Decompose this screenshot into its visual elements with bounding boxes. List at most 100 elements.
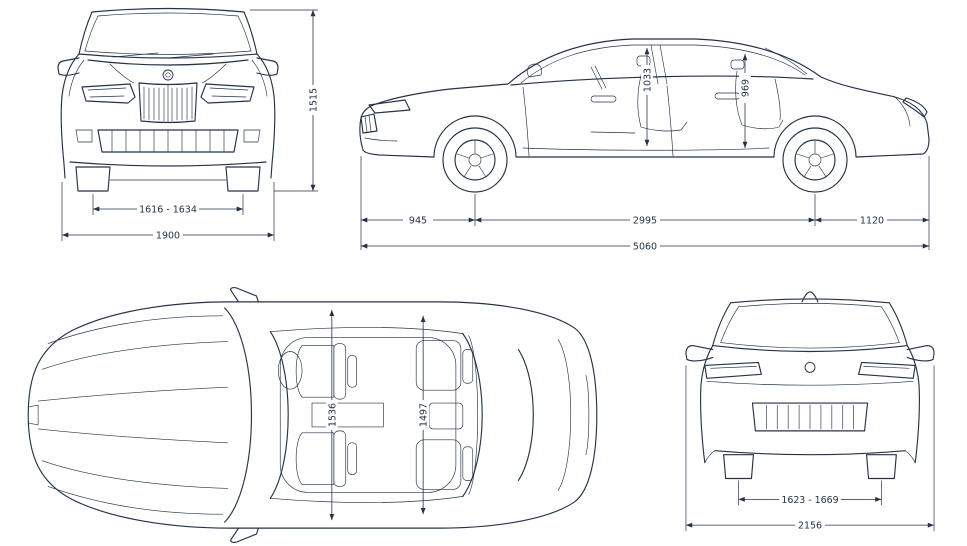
top-hood-lines [27, 315, 228, 515]
side-glasshouse [520, 44, 808, 85]
front-dimensions: 1515 1616 - 1634 1900 [61, 9, 320, 242]
mirror-width-label: 2156 [798, 521, 822, 532]
rear-armrest [428, 402, 464, 430]
top-mirror-lower [230, 527, 259, 543]
length-extension-lines [360, 156, 930, 250]
wheelbase-label: 2995 [633, 216, 657, 227]
front-car-drawing [57, 7, 279, 192]
top-dimensions: 1536 1497 [325, 309, 430, 521]
rear-shoulder-label-group: 1497 [417, 400, 430, 430]
front-roof [91, 7, 245, 13]
rear-glass-base [712, 344, 908, 353]
rear-headrest [730, 59, 745, 70]
rear-shoulder-width-label: 1497 [419, 403, 430, 427]
front-seat-lower [295, 432, 335, 485]
label-bg [137, 203, 199, 215]
front-shoulder-label-group: 1536 [325, 400, 338, 430]
label-bg [739, 73, 751, 103]
front-seatback-upper [333, 343, 347, 400]
top-interior [277, 335, 478, 495]
side-interior [590, 55, 784, 134]
front-wheel-right [225, 166, 261, 192]
rear-roof [730, 298, 890, 304]
taillight-left [704, 361, 762, 379]
front-lower-intake [97, 129, 239, 153]
height-extension-lines [250, 9, 318, 192]
front-shoulder-width-label: 1536 [327, 403, 338, 427]
side-headlight [368, 99, 411, 114]
side-view: 1033 969 945 2995 1120 5060 [345, 0, 957, 255]
label-bg [307, 85, 319, 115]
door-handle-front [590, 95, 617, 103]
rear-interior-height-label-group: 969 [739, 73, 752, 103]
bmw-roundel-inner [165, 72, 171, 78]
bmw-roundel-rear-icon [804, 361, 816, 373]
front-headlight-left-detail [87, 87, 127, 98]
front-headlight-right [200, 83, 255, 104]
front-headlight-left [81, 83, 136, 104]
side-grille-slats [364, 114, 372, 133]
label-bg [403, 214, 433, 226]
front-windshield [84, 12, 252, 59]
side-taillight [902, 97, 928, 118]
side-body-outline [359, 38, 930, 158]
side-car-drawing [359, 38, 930, 193]
steering-wheel [590, 65, 607, 90]
track-extension-lines [92, 194, 244, 215]
rear-mirror-left [685, 344, 714, 362]
label-bg [325, 400, 338, 430]
height-dim-label-group: 1515 [307, 85, 320, 115]
side-trunk-seam [893, 95, 911, 127]
decklid-crease [706, 380, 914, 386]
rear-panel-slats [766, 404, 854, 430]
rear-overhang-label: 1120 [860, 216, 884, 227]
steering-wheel-top [277, 351, 303, 390]
width-extension-lines [61, 182, 275, 241]
taillight-right [858, 361, 916, 379]
rear-track-label: 1623 - 1669 [781, 495, 838, 506]
rear-bench-back [468, 335, 478, 495]
side-door-seams [522, 78, 781, 157]
front-a-pillar-right [243, 11, 258, 55]
front-headrest [636, 55, 651, 67]
label-bg [857, 214, 887, 226]
rear-c-pillar-right [888, 302, 908, 347]
label-bg [795, 519, 825, 532]
front-seat [637, 67, 688, 132]
label-bg [779, 493, 841, 506]
rear-headrest-lower [462, 446, 474, 481]
top-rear-window-base [517, 348, 534, 482]
side-dimensions: 1033 969 945 2995 1120 5060 [360, 47, 930, 253]
front-body-side-left [60, 53, 80, 179]
top-windshield-front-edge [224, 307, 253, 523]
label-bg [641, 65, 653, 95]
front-side-intake-left [75, 129, 93, 143]
side-mirror [526, 63, 542, 78]
top-view-svg: 1536 1497 [27, 287, 598, 543]
top-view: 1536 1497 [12, 286, 612, 544]
front-seat-upper [295, 345, 335, 398]
center-console [311, 402, 384, 428]
front-interior-height-label-group: 1033 [641, 65, 654, 95]
front-mirror-right [256, 57, 279, 76]
front-seatback-lower [333, 430, 347, 487]
rear-glass-inner [720, 303, 900, 349]
rear-c-pillar-left [712, 302, 732, 347]
shark-fin-antenna [801, 291, 819, 303]
floor-line [590, 131, 636, 134]
label-bg [153, 229, 183, 241]
rear-mirror-right [906, 344, 935, 362]
front-bumper-bottom [69, 161, 267, 167]
front-interior-height-label: 1033 [643, 68, 654, 92]
rear-bumper-corner-left [704, 450, 716, 463]
side-view-svg: 1033 969 945 2995 1120 5060 [359, 38, 930, 253]
rear-wheel [782, 127, 848, 193]
rear-headrest-upper [462, 349, 474, 384]
front-shoulder-lines [68, 59, 268, 97]
front-headrest-upper [347, 355, 357, 388]
front-view: 1515 1616 - 1634 1900 [18, 2, 328, 257]
front-a-pillar-left [78, 11, 93, 55]
front-height-label: 1515 [309, 88, 320, 112]
front-grille-slats [143, 86, 193, 122]
